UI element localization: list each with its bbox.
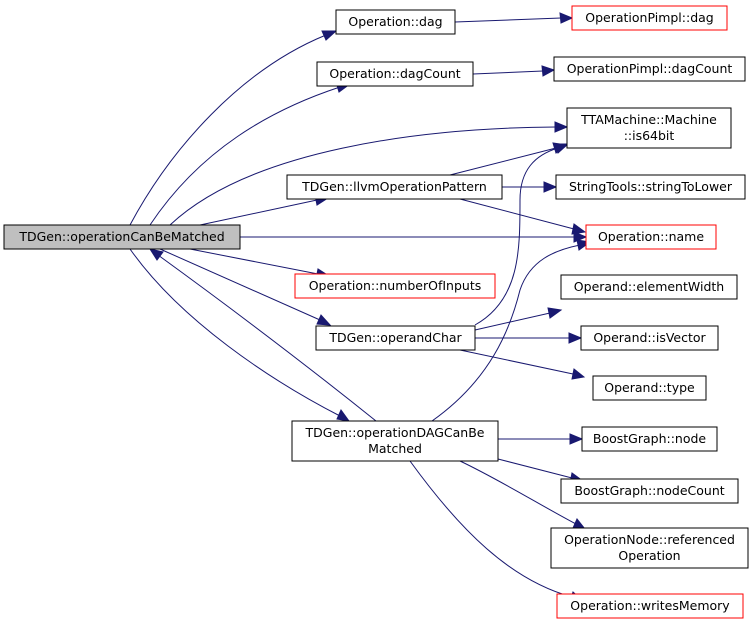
node-is64bit-label-line1: TTAMachine::Machine — [580, 112, 717, 127]
edge-root-to-opname — [240, 231, 588, 243]
node-root-label: TDGen::operationCanBeMatched — [18, 229, 224, 244]
edge-operandchar-to-isvector — [475, 332, 583, 344]
node-writesmemory-label: Operation::writesMemory — [570, 598, 730, 613]
edge-llvmpattern-to-stringtolower — [502, 181, 558, 193]
node-dagcount[interactable]: Operation::dagCount — [316, 61, 474, 87]
node-dagcanbe-label-line2: Matched — [368, 441, 422, 456]
node-elementwidth-label: Operand::elementWidth — [574, 279, 724, 294]
edge-dag-to-pimpl-dag — [454, 12, 574, 24]
node-bgnode-label: BoostGraph::node — [593, 431, 707, 446]
edge-dagcanbe-to-root — [148, 248, 377, 422]
edge-dagcanbe-to-bgnode — [498, 433, 584, 445]
edge-operandchar-to-is64bit — [474, 143, 570, 326]
edge-llvmpattern-to-opname — [459, 198, 587, 235]
node-refop-label-line2: Operation — [618, 548, 680, 563]
node-operandchar[interactable]: TDGen::operandChar — [315, 325, 476, 351]
node-dag[interactable]: Operation::dag — [335, 9, 456, 35]
node-opname[interactable]: Operation::name — [585, 224, 717, 250]
node-isvector-label: Operand::isVector — [593, 330, 706, 345]
node-refop-label-line1: OperationNode::referenced — [564, 532, 735, 547]
node-numberofinputs[interactable]: Operation::numberOfInputs — [294, 273, 496, 299]
edge-operandchar-to-type — [459, 349, 586, 380]
node-dagcanbe-label-line1: TDGen::operationDAGCanBe — [305, 425, 485, 440]
node-root[interactable]: TDGen::operationCanBeMatched — [3, 224, 241, 250]
node-llvmpattern[interactable]: TDGen::llvmOperationPattern — [286, 174, 503, 200]
node-bgnode[interactable]: BoostGraph::node — [581, 426, 718, 452]
node-numberofinputs-label: Operation::numberOfInputs — [309, 278, 482, 293]
node-refop[interactable]: OperationNode::referenced Operation — [550, 527, 749, 569]
node-stringtolower-label: StringTools::stringToLower — [569, 179, 733, 194]
node-dagcanbe[interactable]: TDGen::operationDAGCanBe Matched — [291, 420, 499, 462]
node-opname-label: Operation::name — [598, 229, 704, 244]
node-bgnodecount-label: BoostGraph::nodeCount — [574, 483, 724, 498]
edge-root-to-dag — [129, 30, 338, 226]
node-pimpl-dagcount[interactable]: OperationPimpl::dagCount — [553, 56, 746, 82]
edge-root-to-is64bit — [169, 121, 569, 226]
node-operandchar-label: TDGen::operandChar — [328, 330, 462, 345]
node-is64bit[interactable]: TTAMachine::Machine ::is64bit — [566, 107, 732, 149]
edge-llvmpattern-to-is64bit — [449, 142, 569, 176]
edge-dagcount-to-pimpl-dagcount — [472, 65, 556, 77]
node-bgnodecount[interactable]: BoostGraph::nodeCount — [560, 478, 739, 504]
node-isvector[interactable]: Operand::isVector — [580, 325, 719, 351]
node-type[interactable]: Operand::type — [592, 375, 707, 401]
node-llvmpattern-label: TDGen::llvmOperationPattern — [301, 179, 487, 194]
node-is64bit-label-line2: ::is64bit — [624, 128, 675, 143]
node-pimpl-dagcount-label: OperationPimpl::dagCount — [567, 61, 733, 76]
node-elementwidth[interactable]: Operand::elementWidth — [560, 274, 738, 300]
node-writesmemory[interactable]: Operation::writesMemory — [556, 593, 744, 619]
node-pimpl-dag-label: OperationPimpl::dag — [585, 10, 713, 25]
edge-root-to-operandchar — [159, 248, 332, 326]
node-pimpl-dag[interactable]: OperationPimpl::dag — [571, 5, 728, 31]
node-dag-label: Operation::dag — [348, 14, 442, 29]
node-dagcount-label: Operation::dagCount — [329, 66, 460, 81]
node-stringtolower[interactable]: StringTools::stringToLower — [555, 174, 746, 200]
node-type-label: Operand::type — [604, 380, 695, 395]
edge-operandchar-to-elementwidth — [474, 307, 563, 331]
edge-root-to-dagcanbe — [129, 248, 351, 422]
